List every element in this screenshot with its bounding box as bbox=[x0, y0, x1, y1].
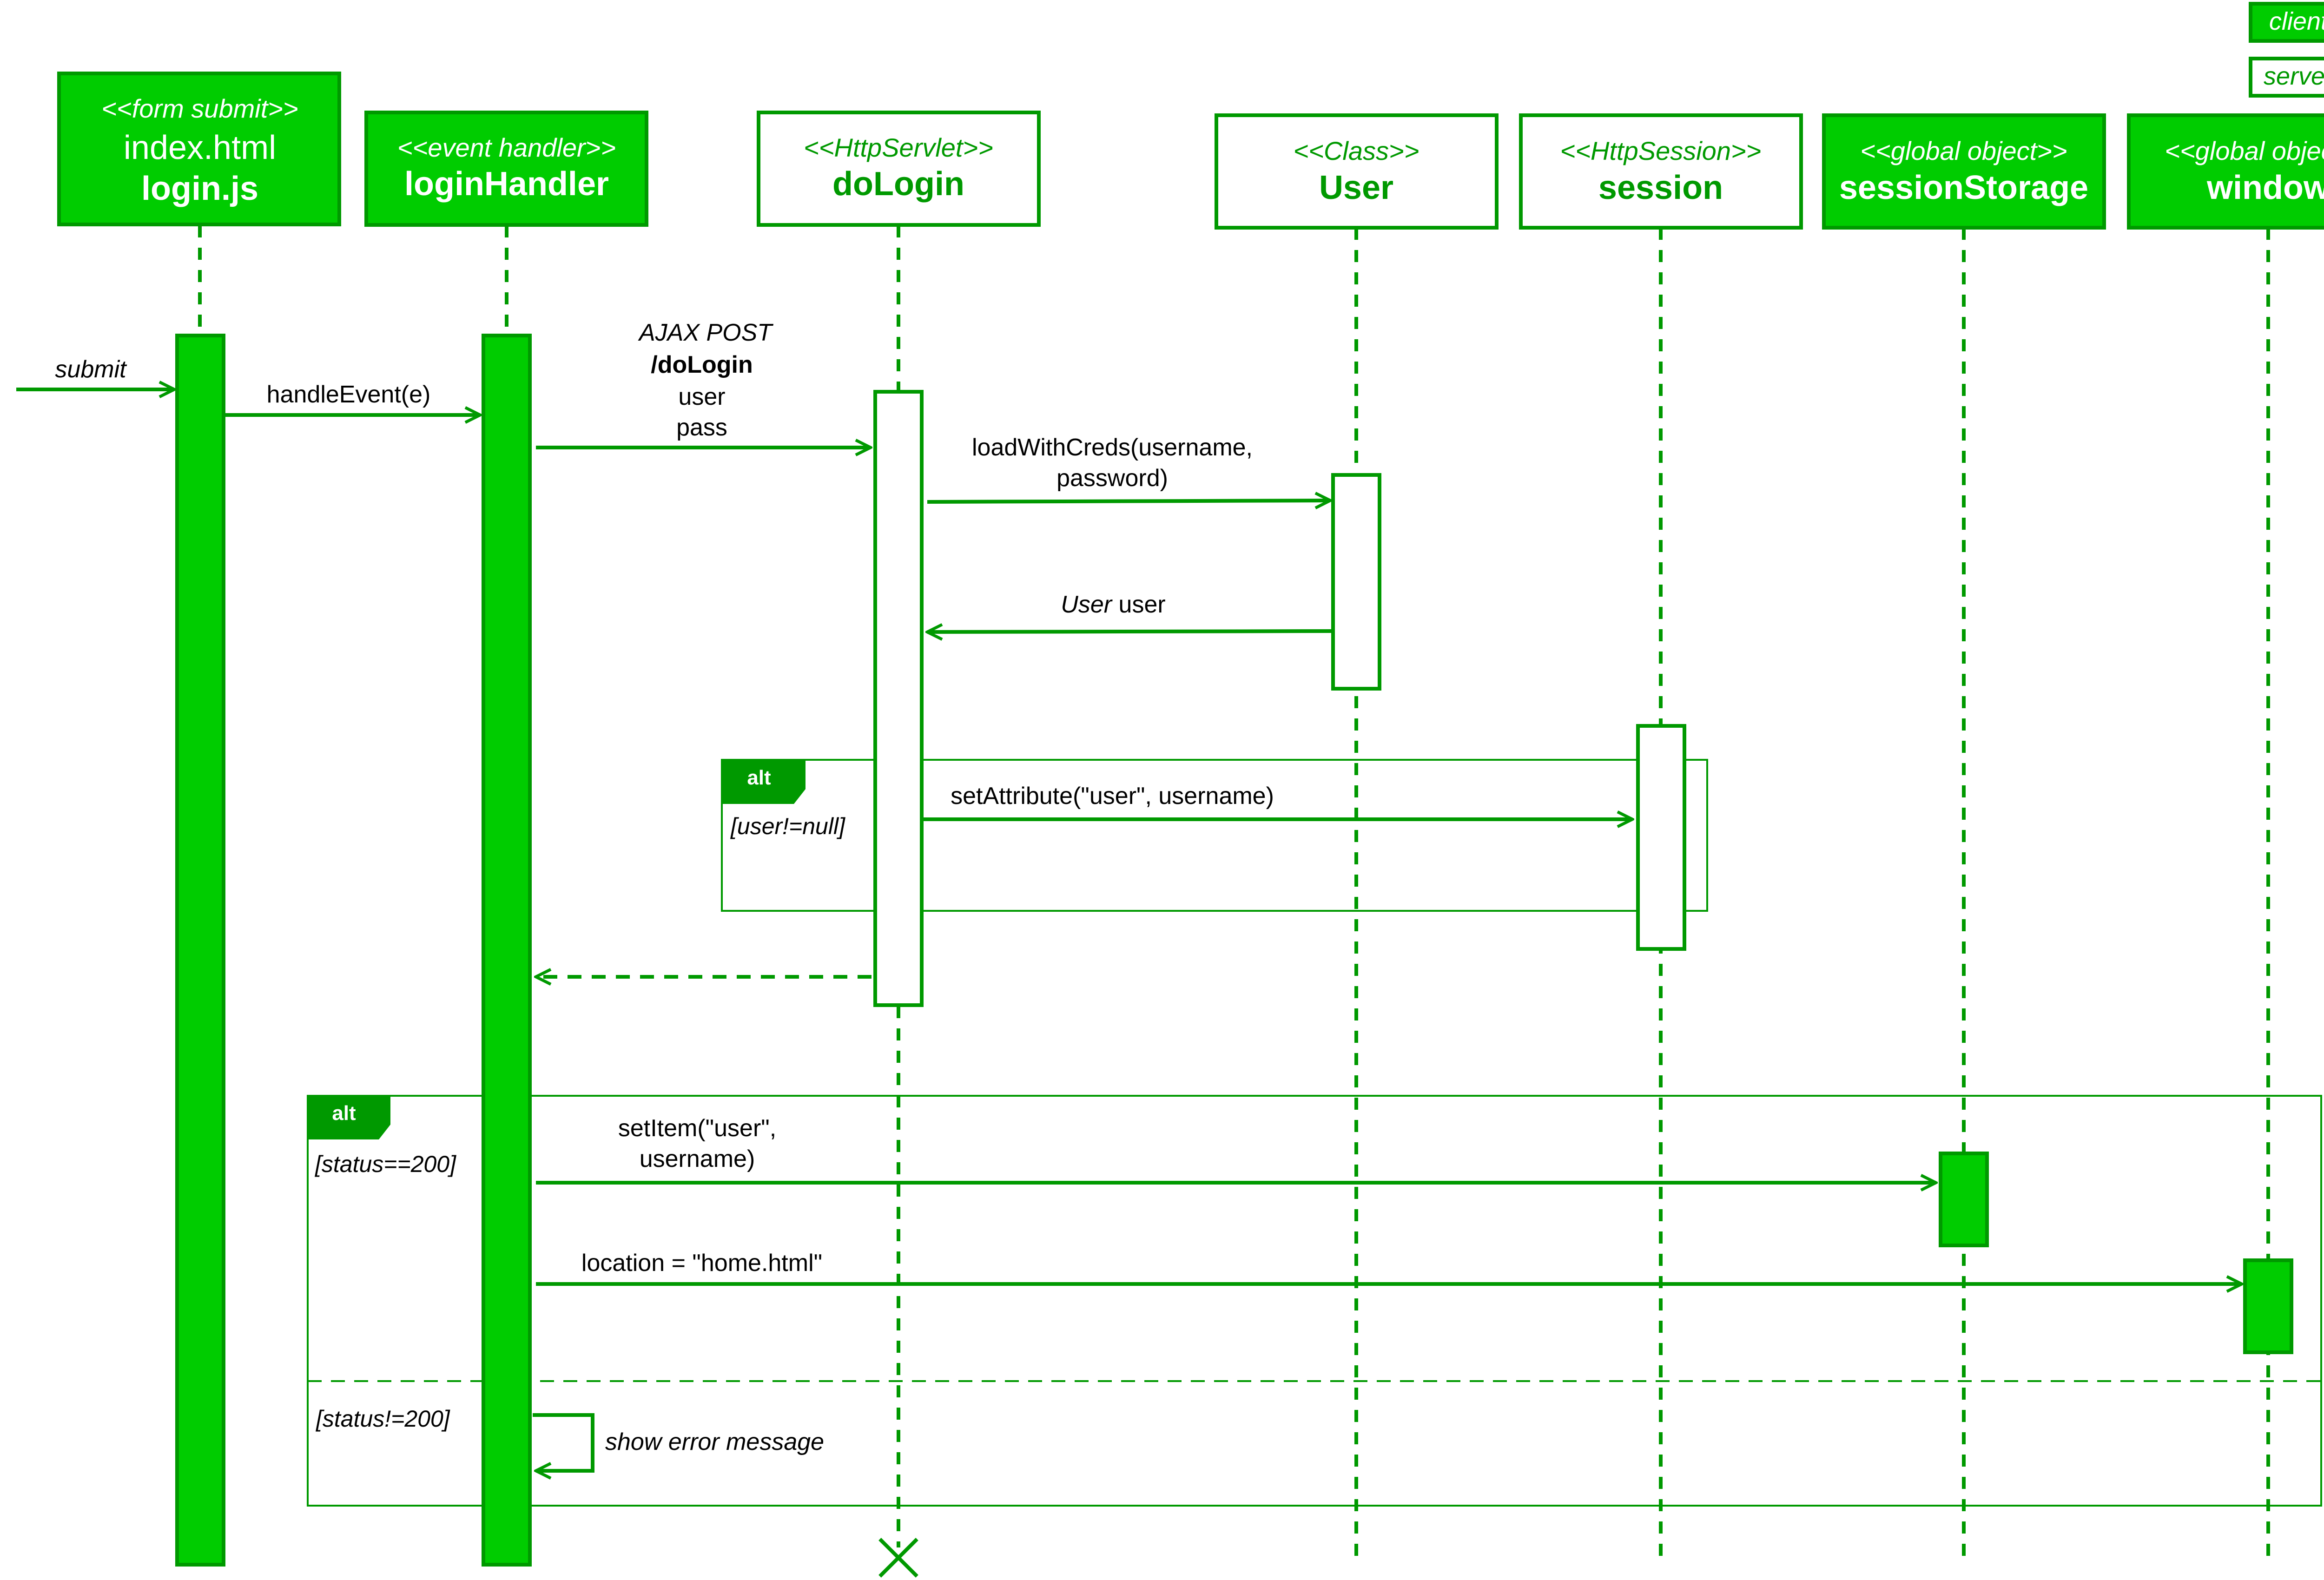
lifeline-login-js-name-line1: index.html bbox=[124, 129, 276, 166]
lifeline-user-head: <<Class>> User bbox=[1215, 113, 1499, 230]
msg-ajax-label-line1: AJAX POST bbox=[638, 319, 773, 346]
lifeline-window-name: window bbox=[2206, 169, 2324, 206]
destroy-marker-dologin bbox=[878, 1538, 918, 1578]
lifeline-window-stereotype: <<global object>> bbox=[2165, 136, 2324, 165]
msg-load-label-line1: loadWithCreds(username, bbox=[972, 434, 1253, 461]
msg-ajax-label-line2: /doLogin bbox=[651, 351, 753, 378]
alt-fragment-user-tag bbox=[722, 760, 805, 804]
msg-set-attribute-label: setAttribute("user", username) bbox=[951, 783, 1274, 810]
alt-fragment-user: alt [user!=null] bbox=[721, 759, 1708, 912]
alt-fragment-user-tag-label: alt bbox=[747, 766, 771, 789]
msg-return-user-label: User user bbox=[1061, 591, 1165, 618]
activation-sessionstorage bbox=[1939, 1152, 1989, 1247]
activation-loginhandler bbox=[482, 334, 532, 1567]
legend-server-label: server side bbox=[2264, 62, 2324, 90]
alt-fragment-user-guard: [user!=null] bbox=[730, 813, 845, 839]
msg-show-error-label: show error message bbox=[605, 1429, 824, 1455]
activation-session bbox=[1636, 724, 1686, 951]
lifeline-login-js-stereotype: <<form submit>> bbox=[101, 94, 298, 123]
messages bbox=[16, 389, 2242, 1471]
legend-client-box bbox=[2249, 2, 2324, 43]
legend-server-box bbox=[2249, 57, 2324, 98]
lifeline-session-stereotype: <<HttpSession>> bbox=[1560, 136, 1762, 165]
msg-set-item-label-line1: setItem("user", bbox=[618, 1115, 776, 1142]
alt-fragment-status-guard-error: [status!=200] bbox=[316, 1406, 450, 1432]
lifeline-login-js-name-line2: login.js bbox=[141, 170, 258, 207]
msg-return-user-arrow bbox=[927, 631, 1334, 632]
lifeline-user-name: User bbox=[1319, 169, 1393, 206]
legend-client-label: client side bbox=[2269, 7, 2324, 35]
msg-return-user-type: User bbox=[1061, 591, 1113, 618]
msg-set-item-label-line2: username) bbox=[640, 1146, 755, 1172]
lifeline-user-stereotype: <<Class>> bbox=[1294, 136, 1419, 165]
msg-handle-event-label: handleEvent(e) bbox=[267, 381, 431, 408]
lifeline-sessionstorage-name: sessionStorage bbox=[1839, 169, 2088, 206]
lifeline-sessionstorage-stereotype: <<global object>> bbox=[1860, 136, 2067, 165]
lifeline-session-name: session bbox=[1598, 169, 1723, 206]
activation-bars bbox=[175, 334, 2293, 1567]
msg-submit-label: submit bbox=[55, 356, 127, 383]
alt-fragment-status-tag bbox=[308, 1096, 390, 1139]
lifeline-dologin-head: <<HttpServlet>> doLogin bbox=[757, 111, 1041, 227]
msg-location-label: location = "home.html" bbox=[581, 1250, 822, 1277]
msg-show-error-self-arrow bbox=[533, 1413, 594, 1471]
activation-login-js bbox=[175, 334, 225, 1567]
lifeline-login-js-head: <<form submit>> index.html login.js bbox=[57, 72, 341, 226]
msg-ajax-label-line3: user bbox=[678, 383, 725, 410]
msg-load-label-line2: password) bbox=[1056, 465, 1168, 492]
lifeline-loginhandler-head: <<event handler>> loginHandler bbox=[364, 111, 648, 227]
msg-ajax-label-line4: pass bbox=[676, 414, 727, 441]
msg-load-with-creds-arrow bbox=[927, 500, 1330, 502]
lifeline-window-head: <<global object>> window bbox=[2127, 113, 2324, 230]
lifeline-dologin-stereotype: <<HttpServlet>> bbox=[804, 133, 993, 162]
activation-user bbox=[1331, 473, 1381, 691]
msg-return-user-name: user bbox=[1112, 591, 1166, 618]
lifeline-dologin-name: doLogin bbox=[832, 165, 964, 203]
legend: client side server side bbox=[2249, 2, 2324, 98]
lifeline-heads: <<form submit>> index.html login.js <<ev… bbox=[57, 72, 2324, 230]
lifeline-sessionstorage-head: <<global object>> sessionStorage bbox=[1822, 113, 2106, 230]
activation-window bbox=[2243, 1258, 2293, 1354]
lifeline-loginhandler-stereotype: <<event handler>> bbox=[397, 133, 616, 162]
alt-fragment-status-tag-label: alt bbox=[332, 1102, 356, 1125]
lifeline-loginhandler-name: loginHandler bbox=[404, 165, 609, 203]
alt-fragment-status: alt [status==200] [status!=200] bbox=[307, 1095, 2322, 1507]
message-labels: submit handleEvent(e) AJAX POST /doLogin… bbox=[55, 319, 1274, 1455]
lifeline-session-head: <<HttpSession>> session bbox=[1519, 113, 1803, 230]
activation-dologin bbox=[873, 390, 924, 1007]
alt-fragment-status-guard-ok: [status==200] bbox=[315, 1151, 456, 1177]
